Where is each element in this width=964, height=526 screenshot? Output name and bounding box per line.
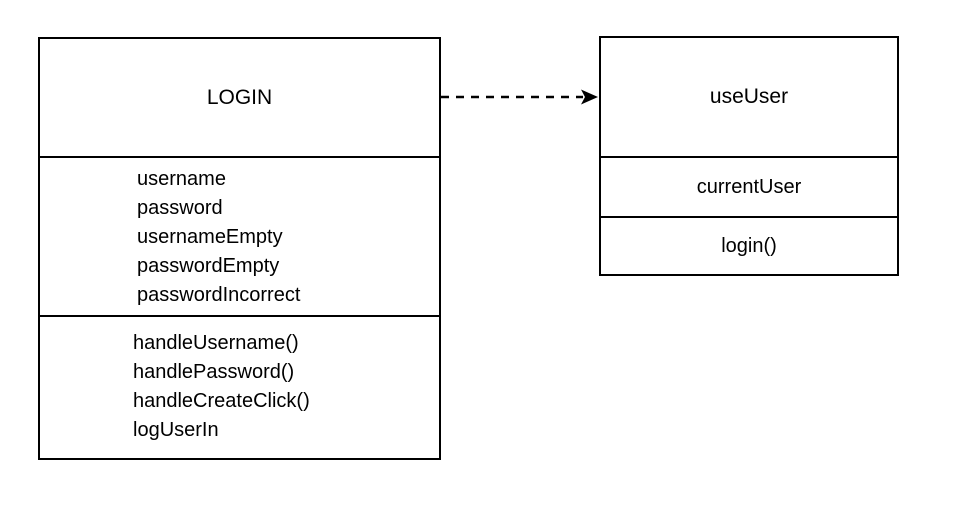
class-methods-login: handleUsername() handlePassword() handle… <box>40 317 439 458</box>
class-methods-useuser: login() <box>601 218 897 274</box>
method-item: handleCreateClick() <box>133 390 310 412</box>
class-box-login[interactable]: LOGIN username password usernameEmpty pa… <box>38 37 441 460</box>
class-title-useuser-label: useUser <box>709 85 789 108</box>
method-item: login() <box>721 234 777 257</box>
method-item: logUserIn <box>133 419 219 441</box>
class-title-useuser: useUser <box>601 38 897 158</box>
attribute-item: passwordEmpty <box>137 255 280 277</box>
dependency-arrow[interactable] <box>441 86 599 108</box>
method-item: handlePassword() <box>133 361 295 383</box>
attribute-item: username <box>137 168 226 190</box>
attribute-item: currentUser <box>696 175 802 198</box>
attribute-item: usernameEmpty <box>137 226 283 248</box>
class-box-useuser[interactable]: useUser currentUser login() <box>599 36 899 276</box>
arrowhead-icon <box>581 89 598 105</box>
class-title-login-label: LOGIN <box>206 85 273 109</box>
class-title-login: LOGIN <box>40 39 439 158</box>
class-attributes-useuser: currentUser <box>601 158 897 218</box>
attribute-item: passwordIncorrect <box>137 284 301 306</box>
attribute-item: password <box>137 197 223 219</box>
class-attributes-login: username password usernameEmpty password… <box>40 158 439 317</box>
method-item: handleUsername() <box>133 332 299 354</box>
